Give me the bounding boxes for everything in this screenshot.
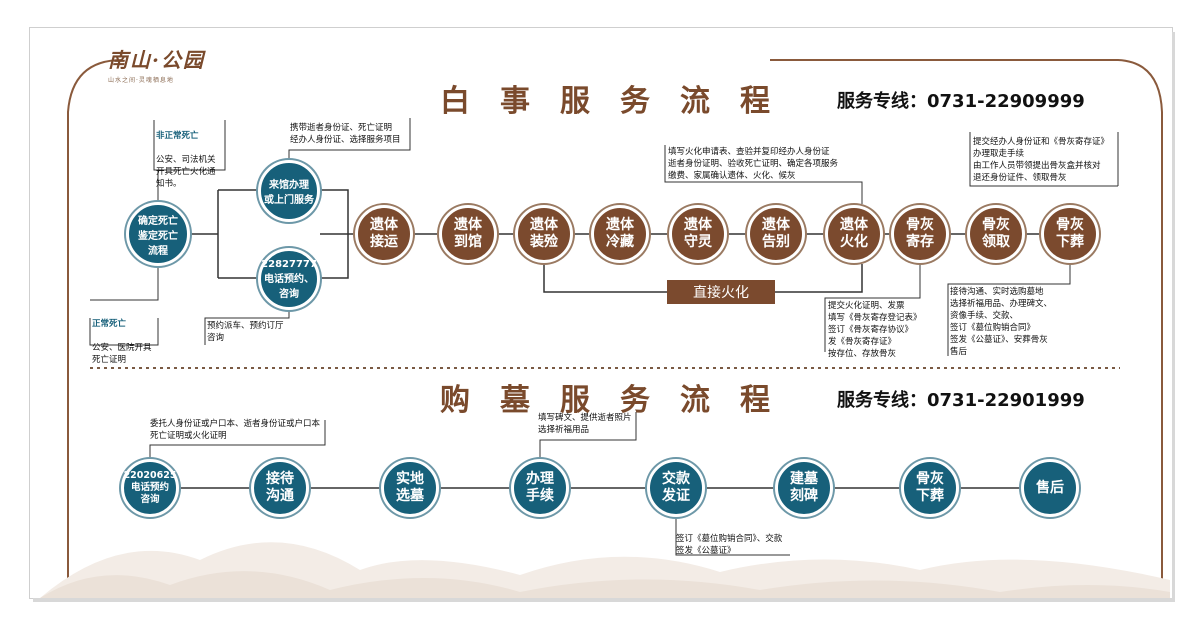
funeral-step-label: 遗体 到馆 bbox=[454, 217, 482, 250]
arrive-service-label: 来馆办理 或上门服务 bbox=[264, 180, 314, 206]
confirm-death-label: 确定死亡 鉴定死亡 流程 bbox=[138, 215, 178, 257]
contract-note: 签订《墓位购销合同》、交款 签发《公墓证》 bbox=[676, 534, 783, 556]
cemetery-step-7: 骨灰 下葬 bbox=[901, 459, 959, 517]
burial-note: 接待沟通、实时选购墓地 选择祈福用品、办理碑文、 资像手续、交款、 签订《墓位购… bbox=[950, 287, 1053, 357]
funeral-step-label: 骨灰 领取 bbox=[982, 217, 1010, 250]
cemetery-step-label: 接待 沟通 bbox=[266, 471, 294, 504]
funeral-step-5: 遗体 守灵 bbox=[669, 205, 727, 263]
cemetery-step-label: 22020625 电话预约 咨询 bbox=[123, 470, 177, 505]
cemetery-step-4: 办理 手续 bbox=[511, 459, 569, 517]
abnormal-death-note: 非正常死亡 公安、司法机关 开具死亡火化通 知书。 bbox=[156, 118, 216, 202]
funeral-step-1: 遗体 接运 bbox=[355, 205, 413, 263]
logo-name: 南山·公园 bbox=[108, 48, 205, 72]
normal-death-text: 公安、医院开具 死亡证明 bbox=[92, 343, 152, 365]
funeral-step-3: 遗体 装殓 bbox=[515, 205, 573, 263]
ash-storage-note: 提交火化证明、发票 填写《骨灰寄存登记表》 签订《骨灰寄存协议》 发《骨灰寄存证… bbox=[828, 301, 922, 359]
funeral-step-6: 遗体 告别 bbox=[747, 205, 805, 263]
funeral-step-10: 骨灰 下葬 bbox=[1041, 205, 1099, 263]
entrust-documents-note: 委托人身份证或户口本、逝者身份证或户口本 死亡证明或火化证明 bbox=[150, 419, 321, 441]
confirm-death-node: 确定死亡 鉴定死亡 流程 bbox=[126, 202, 190, 266]
funeral-step-label: 遗体 接运 bbox=[370, 217, 398, 250]
funeral-process-title: 白事服务流程 bbox=[440, 84, 800, 119]
normal-death-note: 正常死亡 公安、医院开具 死亡证明 bbox=[92, 306, 152, 378]
funeral-step-8: 骨灰 寄存 bbox=[891, 205, 949, 263]
brand-logo: 南山·公园 山水之间·灵魂栖息地 bbox=[108, 44, 205, 84]
cemetery-step-5: 交款 发证 bbox=[647, 459, 705, 517]
cemetery-step-2: 接待 沟通 bbox=[251, 459, 309, 517]
funeral-step-7: 遗体 火化 bbox=[825, 205, 883, 263]
phone-booking-node: 22827777 电话预约、 咨询 bbox=[258, 248, 320, 310]
funeral-step-label: 遗体 守灵 bbox=[684, 217, 712, 250]
ash-retrieve-note: 提交经办人身份证和《骨灰寄存证》 办理取走手续 由工作人员带领提出骨灰盒并核对 … bbox=[973, 137, 1110, 183]
cemetery-step-1: 22020625 电话预约 咨询 bbox=[121, 459, 179, 517]
funeral-step-label: 骨灰 寄存 bbox=[906, 217, 934, 250]
funeral-step-label: 骨灰 下葬 bbox=[1056, 217, 1084, 250]
cemetery-step-label: 实地 选墓 bbox=[396, 471, 424, 504]
cemetery-step-3: 实地 选墓 bbox=[381, 459, 439, 517]
funeral-step-4: 遗体 冷藏 bbox=[591, 205, 649, 263]
logo-tagline: 山水之间·灵魂栖息地 bbox=[108, 77, 174, 84]
abnormal-death-text: 公安、司法机关 开具死亡火化通 知书。 bbox=[156, 155, 216, 189]
cemetery-process-title: 购墓服务流程 bbox=[440, 383, 800, 418]
bring-documents-note: 携带逝者身份证、死亡证明 经办人身份证、选择服务项目 bbox=[290, 123, 401, 145]
cemetery-step-8: 售后 bbox=[1021, 459, 1079, 517]
service-board bbox=[30, 28, 1172, 598]
cemetery-step-label: 骨灰 下葬 bbox=[916, 471, 944, 504]
funeral-step-label: 遗体 装殓 bbox=[530, 217, 558, 250]
cemetery-step-label: 交款 发证 bbox=[662, 471, 690, 504]
cemetery-step-label: 售后 bbox=[1036, 479, 1064, 496]
funeral-step-2: 遗体 到馆 bbox=[439, 205, 497, 263]
arrive-service-node: 来馆办理 或上门服务 bbox=[258, 160, 320, 222]
cremation-form-note: 填写火化申请表、查验并复印经办人身份证 逝者身份证明、验收死亡证明、确定各项服务… bbox=[668, 147, 839, 181]
funeral-hotline: 服务专线：0731-22909999 bbox=[837, 91, 1085, 112]
cemetery-step-6: 建墓 刻碑 bbox=[775, 459, 833, 517]
cemetery-hotline: 服务专线：0731-22901999 bbox=[837, 390, 1085, 411]
abnormal-death-heading: 非正常死亡 bbox=[156, 131, 199, 141]
funeral-step-9: 骨灰 领取 bbox=[967, 205, 1025, 263]
funeral-step-label: 遗体 火化 bbox=[840, 217, 868, 250]
funeral-step-label: 遗体 告别 bbox=[762, 217, 790, 250]
cemetery-step-label: 办理 手续 bbox=[526, 471, 554, 504]
funeral-step-label: 遗体 冷藏 bbox=[606, 217, 634, 250]
book-car-note: 预约派车、预约订厅 咨询 bbox=[207, 321, 284, 343]
cemetery-step-label: 建墓 刻碑 bbox=[790, 471, 818, 504]
phone-booking-label: 22827777 电话预约、 咨询 bbox=[261, 258, 317, 300]
direct-cremation-label: 直接火化 bbox=[667, 280, 775, 304]
normal-death-heading: 正常死亡 bbox=[92, 319, 127, 329]
inscription-note: 填写碑文、提供逝者照片 选择祈福用品 bbox=[538, 413, 632, 435]
